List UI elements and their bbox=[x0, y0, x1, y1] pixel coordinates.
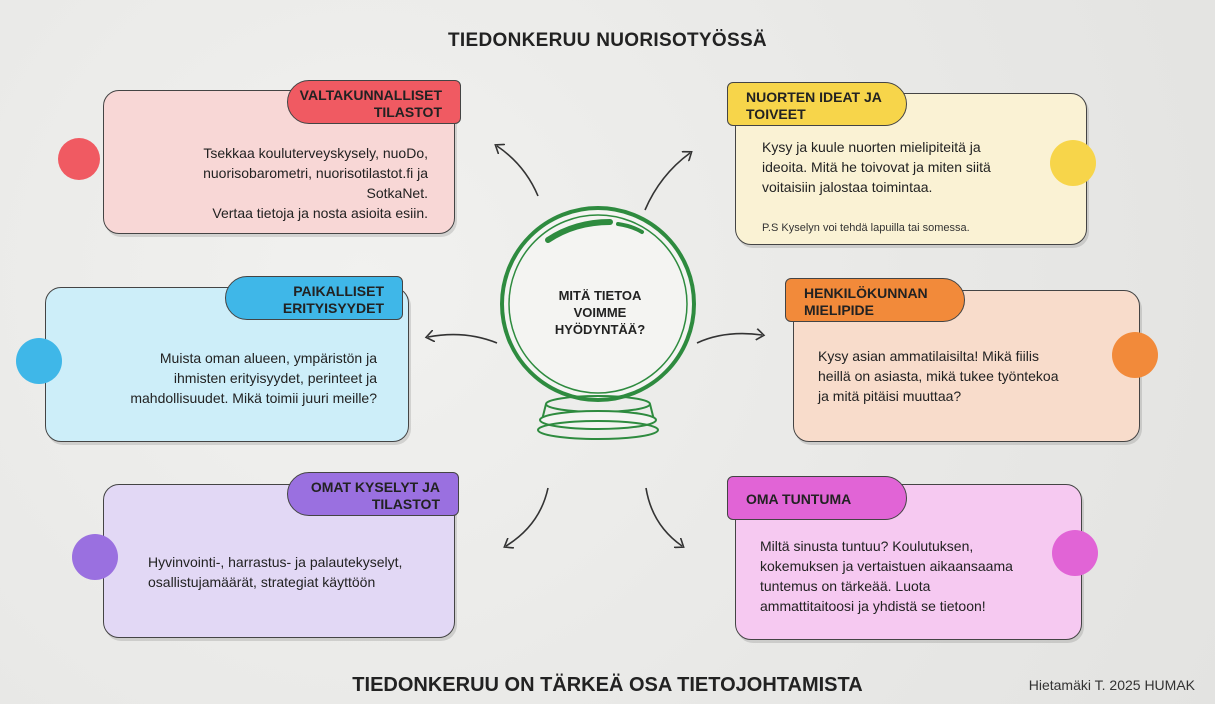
title-line-1: HENKILÖKUNNAN bbox=[804, 285, 928, 301]
card-omat-body: Hyvinvointi-, harrastus- ja palautekysel… bbox=[148, 552, 440, 592]
arrow-to-valtakunnalliset bbox=[497, 146, 539, 197]
body-line: mahdollisuudet. Mikä toimii juuri meille… bbox=[130, 390, 377, 406]
title-line-1: VALTAKUNNALLISET bbox=[299, 87, 442, 103]
card-tuntuma-title: OMA TUNTUMA bbox=[727, 476, 907, 520]
body-line: ammattitaitoosi ja yhdistä se tietoon! bbox=[760, 598, 986, 614]
title-line-2: MIELIPIDE bbox=[804, 302, 875, 318]
body-line: Hyvinvointi-, harrastus- ja palautekysel… bbox=[148, 554, 403, 570]
title-line-2: TOIVEET bbox=[746, 106, 806, 122]
card-valtakunnalliset-title: VALTAKUNNALLISET TILASTOT bbox=[287, 80, 461, 124]
arrow-to-henkilokunnan bbox=[696, 334, 762, 344]
title-line-1: OMAT KYSELYT JA bbox=[310, 479, 440, 495]
arrow-to-nuorten bbox=[644, 153, 690, 211]
card-paikalliset-body: Muista oman alueen, ympäristön ja ihmist… bbox=[95, 348, 377, 408]
center-line-1: MITÄ TIETOA bbox=[558, 288, 642, 303]
body-line: kokemuksen ja vertaistuen aikaansaama bbox=[760, 558, 1013, 574]
page-title: TIEDONKERUU NUORISOTYÖSSÄ bbox=[448, 30, 767, 51]
body-line: ihmisten erityisyydet, perinteet ja bbox=[173, 370, 377, 386]
purple-dot-icon bbox=[72, 534, 118, 580]
body-line: Tsekkaa kouluterveyskysely, nuoDo, bbox=[203, 145, 428, 161]
card-paikalliset-title: PAIKALLISET ERITYISYYDET bbox=[225, 276, 403, 320]
yellow-dot-icon bbox=[1050, 140, 1096, 186]
card-henkilokunnan-title: HENKILÖKUNNAN MIELIPIDE bbox=[785, 278, 965, 322]
arrow-to-omat bbox=[506, 487, 549, 546]
card-nuorten-title: NUORTEN IDEAT JA TOIVEET bbox=[727, 82, 907, 126]
title-line-1: PAIKALLISET bbox=[293, 283, 384, 299]
card-nuorten-body: Kysy ja kuule nuorten mielipiteitä ja id… bbox=[762, 137, 1042, 197]
orange-dot-icon bbox=[1112, 332, 1158, 378]
title-line-2: ERITYISYYDET bbox=[282, 300, 384, 316]
body-line: Muista oman alueen, ympäristön ja bbox=[159, 350, 377, 366]
title-line-1: OMA TUNTUMA bbox=[746, 491, 852, 507]
pink-dot-icon bbox=[1052, 530, 1098, 576]
center-line-3: HYÖDYNTÄÄ? bbox=[554, 322, 646, 337]
body-line: voitaisiin jalostaa toimintaa. bbox=[762, 179, 933, 195]
body-line: heillä on asiasta, mikä tukee työntekoa bbox=[818, 368, 1059, 384]
body-line: Vertaa tietoja ja nosta asioita esiin. bbox=[212, 205, 428, 221]
arrow-to-tuntuma bbox=[645, 487, 682, 546]
body-line: tuntemus on tärkeää. Luota bbox=[760, 578, 931, 594]
body-line: Miltä sinusta tuntuu? Koulutuksen, bbox=[760, 538, 974, 554]
body-line: ja mitä pitäisi muuttaa? bbox=[818, 388, 962, 404]
body-line: Kysy ja kuule nuorten mielipiteitä ja bbox=[762, 139, 981, 155]
title-line-2: TILASTOT bbox=[373, 104, 442, 120]
crystal-ball bbox=[500, 206, 696, 440]
body-line: ideoita. Mitä he toivovat ja miten siitä bbox=[762, 159, 991, 175]
title-line-2: TILASTOT bbox=[371, 496, 440, 512]
body-line: nuorisobarometri, nuorisotilastot.fi ja bbox=[203, 165, 428, 181]
body-line: Kysy asian ammatilaisilta! Mikä fiilis bbox=[818, 348, 1039, 364]
card-valtakunnalliset-body: Tsekkaa kouluterveyskysely, nuoDo, nuori… bbox=[150, 143, 428, 223]
footer-title: TIEDONKERUU ON TÄRKEÄ OSA TIETOJOHTAMIST… bbox=[352, 674, 863, 696]
arrow-to-paikalliset bbox=[428, 335, 498, 344]
title-line-1: NUORTEN IDEAT JA bbox=[746, 89, 882, 105]
red-dot-icon bbox=[58, 138, 100, 180]
center-line-2: VOIMME bbox=[573, 305, 627, 320]
body-line: osallistujamäärät, strategiat käyttöön bbox=[148, 574, 376, 590]
blue-dot-icon bbox=[16, 338, 62, 384]
card-tuntuma-body: Miltä sinusta tuntuu? Koulutuksen, kokem… bbox=[760, 536, 1050, 616]
card-nuorten-ps: P.S Kyselyn voi tehdä lapuilla tai somes… bbox=[762, 222, 970, 234]
card-omat-title: OMAT KYSELYT JA TILASTOT bbox=[287, 472, 459, 516]
center-question: MITÄ TIETOA VOIMME HYÖDYNTÄÄ? bbox=[546, 287, 654, 338]
card-henkilokunnan-body: Kysy asian ammatilaisilta! Mikä fiilis h… bbox=[818, 346, 1108, 406]
credit-text: Hietamäki T. 2025 HUMAK bbox=[1028, 677, 1195, 693]
body-line: SotkaNet. bbox=[366, 185, 428, 201]
